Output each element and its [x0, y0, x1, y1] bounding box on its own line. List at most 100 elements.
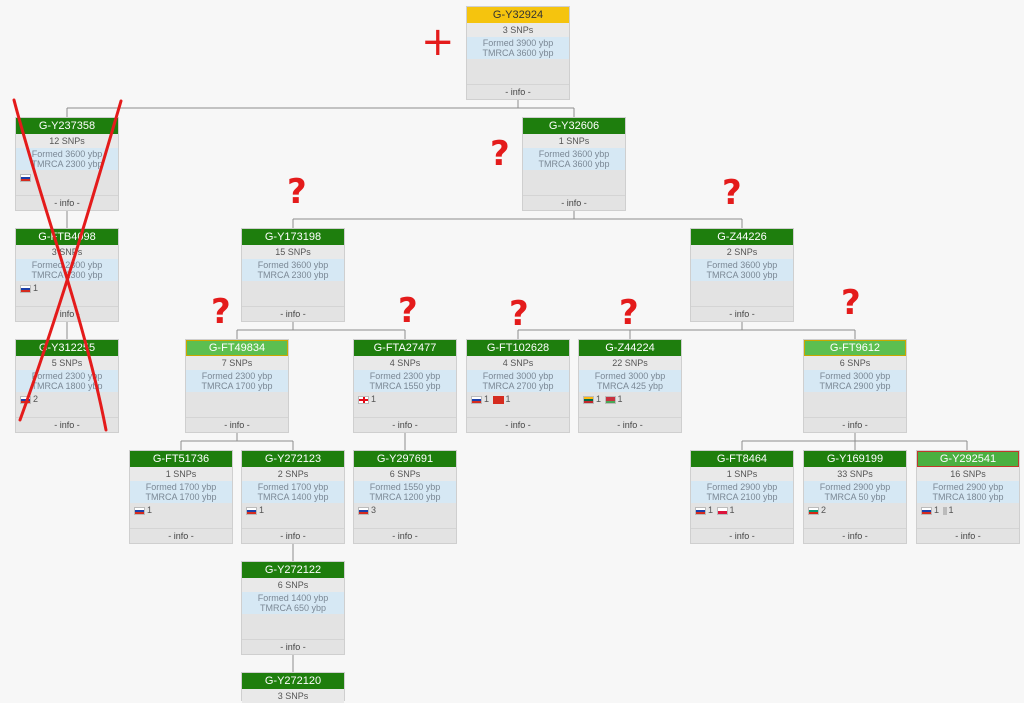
node-title[interactable]: G-Y272123 [242, 451, 344, 467]
node-g-y272120[interactable]: G-Y272120 3 SNPs [241, 672, 345, 703]
node-dates: Formed 1700 ybp TMRCA 1700 ybp [130, 481, 232, 503]
node-title[interactable]: G-FTA27477 [354, 340, 456, 356]
node-info-link[interactable]: - info - [242, 528, 344, 543]
node-dates: Formed 3600 ybp TMRCA 3000 ybp [691, 259, 793, 281]
node-formed: Formed 3600 ybp [257, 260, 329, 270]
node-tmrca: TMRCA 1700 ybp [145, 492, 217, 502]
node-title[interactable]: G-FTB4098 [16, 229, 118, 245]
node-title[interactable]: G-Y272120 [242, 673, 344, 689]
node-g-y169199[interactable]: G-Y169199 33 SNPs Formed 2900 ybp TMRCA … [803, 450, 907, 544]
node-flags: 1 1 [467, 392, 569, 406]
node-title[interactable]: G-FT9612 [804, 340, 906, 356]
node-flags [186, 392, 288, 406]
node-info-link[interactable]: - info - [579, 417, 681, 432]
node-dates: Formed 2900 ybp TMRCA 1800 ybp [917, 481, 1019, 503]
node-g-y32606[interactable]: G-Y32606 1 SNPs Formed 3600 ybp TMRCA 36… [522, 117, 626, 211]
poland-flag-icon [716, 506, 728, 515]
node-info-link[interactable]: - info - [242, 639, 344, 654]
node-info-link[interactable]: - info - [242, 306, 344, 321]
node-tmrca: TMRCA 3600 ybp [482, 48, 554, 58]
node-info-link[interactable]: - info - [804, 417, 906, 432]
node-snp-count: 1 SNPs [523, 134, 625, 148]
node-snp-count: 3 SNPs [16, 245, 118, 259]
node-g-ft51736[interactable]: G-FT51736 1 SNPs Formed 1700 ybp TMRCA 1… [129, 450, 233, 544]
node-info-link[interactable]: - info - [804, 528, 906, 543]
node-info-link[interactable]: - info - [523, 195, 625, 210]
node-title[interactable]: G-FT49834 [186, 340, 288, 356]
flag-count: 1 [371, 394, 377, 404]
node-info-link[interactable]: - info - [467, 84, 569, 99]
node-tmrca: TMRCA 3600 ybp [538, 159, 610, 169]
node-title[interactable]: G-Y32606 [523, 118, 625, 134]
node-g-y272123[interactable]: G-Y272123 2 SNPs Formed 1700 ybp TMRCA 1… [241, 450, 345, 544]
node-dates: Formed 1400 ybp TMRCA 650 ybp [242, 592, 344, 614]
node-g-ft8464[interactable]: G-FT8464 1 SNPs Formed 2900 ybp TMRCA 21… [690, 450, 794, 544]
node-g-y312255[interactable]: G-Y312255 5 SNPs Formed 2300 ybp TMRCA 1… [15, 339, 119, 433]
node-info-link[interactable]: - info - [16, 306, 118, 321]
node-flags: 2 [16, 392, 118, 406]
node-title[interactable]: G-FT102628 [467, 340, 569, 356]
node-info-link[interactable]: - info - [467, 417, 569, 432]
node-info-link[interactable]: - info - [186, 417, 288, 432]
node-g-ft49834[interactable]: G-FT49834 7 SNPs Formed 2300 ybp TMRCA 1… [185, 339, 289, 433]
node-dates: Formed 2300 ybp TMRCA 1700 ybp [186, 370, 288, 392]
node-tmrca: TMRCA 2300 ybp [257, 270, 329, 280]
russia-flag-icon [20, 173, 31, 182]
node-snp-count: 1 SNPs [691, 467, 793, 481]
node-tmrca: TMRCA 2300 ybp [31, 159, 103, 169]
node-title[interactable]: G-Y292541 [917, 451, 1019, 467]
node-g-z44224[interactable]: G-Z44224 22 SNPs Formed 3000 ybp TMRCA 4… [578, 339, 682, 433]
node-title[interactable]: G-Y237358 [16, 118, 118, 134]
node-flags: 3 [354, 503, 456, 517]
russia-flag-icon [246, 506, 257, 515]
flag-count: 1 [596, 394, 602, 404]
node-formed: Formed 2300 ybp [369, 371, 441, 381]
russia-flag-icon [358, 506, 369, 515]
node-g-y173198[interactable]: G-Y173198 15 SNPs Formed 3600 ybp TMRCA … [241, 228, 345, 322]
node-g-ft102628[interactable]: G-FT102628 4 SNPs Formed 3000 ybp TMRCA … [466, 339, 570, 433]
node-g-ftb4098[interactable]: G-FTB4098 3 SNPs Formed 2300 ybp TMRCA 2… [15, 228, 119, 322]
node-info-link[interactable]: - info - [917, 528, 1019, 543]
node-g-y272122[interactable]: G-Y272122 6 SNPs Formed 1400 ybp TMRCA 6… [241, 561, 345, 655]
node-title[interactable]: G-Z44224 [579, 340, 681, 356]
node-title[interactable]: G-FT51736 [130, 451, 232, 467]
node-info-link[interactable]: - info - [130, 528, 232, 543]
node-formed: Formed 2900 ybp [932, 482, 1004, 492]
node-tmrca: TMRCA 2900 ybp [819, 381, 891, 391]
node-g-ft9612[interactable]: G-FT9612 6 SNPs Formed 3000 ybp TMRCA 29… [803, 339, 907, 433]
node-dates: Formed 2300 ybp TMRCA 1550 ybp [354, 370, 456, 392]
node-snp-count: 2 SNPs [242, 467, 344, 481]
node-title[interactable]: G-Y173198 [242, 229, 344, 245]
flag-count: 2 [33, 394, 39, 404]
node-info-link[interactable]: - info - [16, 417, 118, 432]
flag-count: 1 [708, 505, 714, 515]
node-snp-count: 1 SNPs [130, 467, 232, 481]
node-info-link[interactable]: - info - [691, 528, 793, 543]
node-info-link[interactable]: - info - [354, 528, 456, 543]
node-title[interactable]: G-Z44226 [691, 229, 793, 245]
node-flags: 1 1 [579, 392, 681, 406]
node-g-y292541[interactable]: G-Y292541 16 SNPs Formed 2900 ybp TMRCA … [916, 450, 1020, 544]
node-title[interactable]: G-Y297691 [354, 451, 456, 467]
node-title[interactable]: G-Y169199 [804, 451, 906, 467]
node-dates: Formed 1550 ybp TMRCA 1200 ybp [354, 481, 456, 503]
node-title[interactable]: G-FT8464 [691, 451, 793, 467]
node-info-link[interactable]: - info - [354, 417, 456, 432]
node-dates: Formed 2300 ybp TMRCA 2300 ybp [16, 259, 118, 281]
node-formed: Formed 3600 ybp [538, 149, 610, 159]
node-g-z44226[interactable]: G-Z44226 2 SNPs Formed 3600 ybp TMRCA 30… [690, 228, 794, 322]
node-g-y237358[interactable]: G-Y237358 12 SNPs Formed 3600 ybp TMRCA … [15, 117, 119, 211]
node-title[interactable]: G-Y32924 [467, 7, 569, 23]
node-title[interactable]: G-Y312255 [16, 340, 118, 356]
node-g-fta27477[interactable]: G-FTA27477 4 SNPs Formed 2300 ybp TMRCA … [353, 339, 457, 433]
node-g-y32924[interactable]: G-Y32924 3 SNPs Formed 3900 ybp TMRCA 36… [466, 6, 570, 100]
node-formed: Formed 1550 ybp [369, 482, 441, 492]
node-tmrca: TMRCA 2100 ybp [706, 492, 778, 502]
node-formed: Formed 2300 ybp [201, 371, 273, 381]
belarus-flag-icon [604, 395, 616, 404]
node-title[interactable]: G-Y272122 [242, 562, 344, 578]
node-g-y297691[interactable]: G-Y297691 6 SNPs Formed 1550 ybp TMRCA 1… [353, 450, 457, 544]
node-info-link[interactable]: - info - [16, 195, 118, 210]
node-info-link[interactable]: - info - [691, 306, 793, 321]
node-snp-count: 4 SNPs [354, 356, 456, 370]
